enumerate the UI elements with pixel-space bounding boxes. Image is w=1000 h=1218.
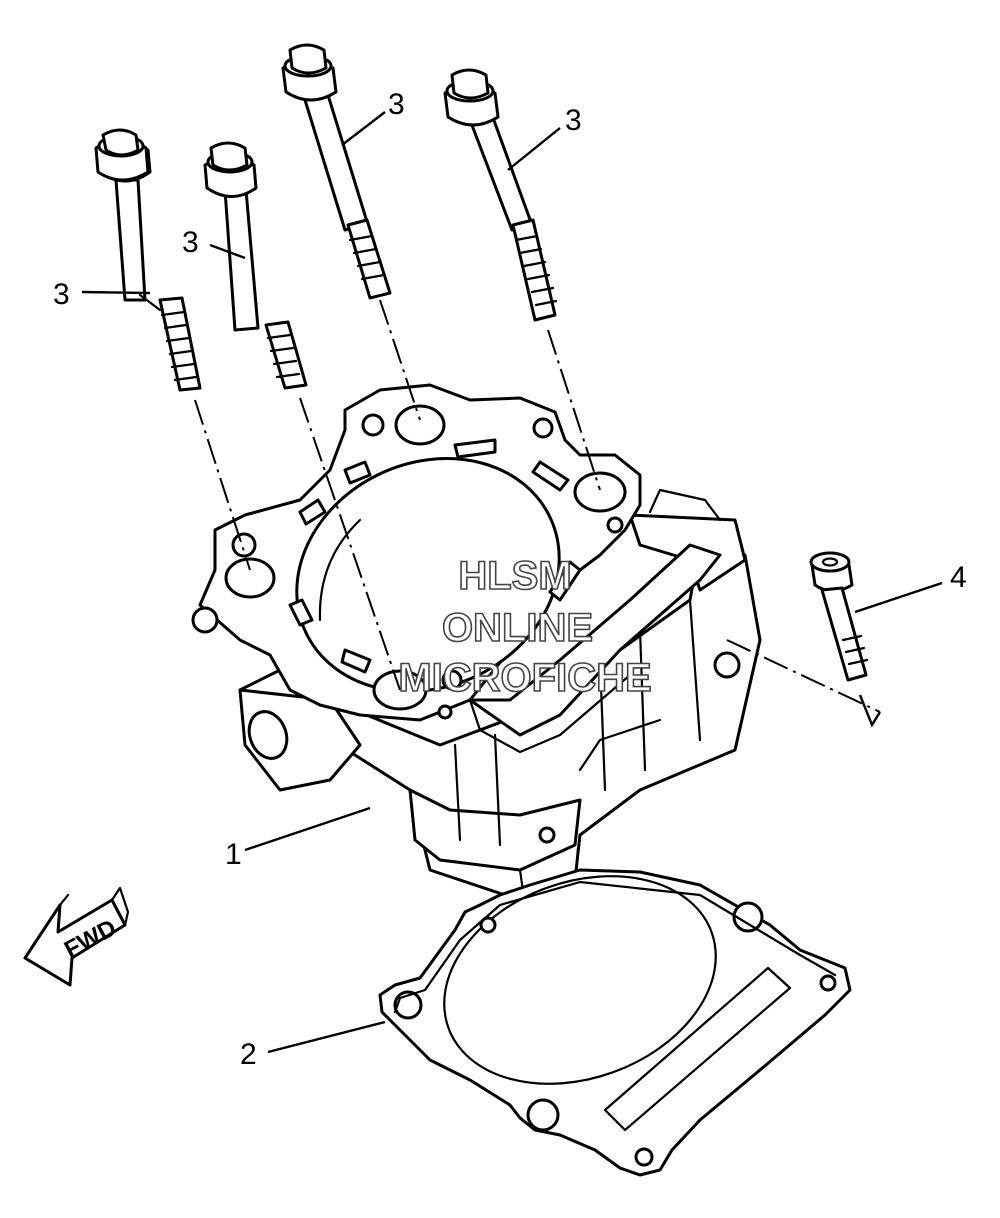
watermark-line-1: HLSM — [458, 554, 573, 598]
head-bolt-2 — [203, 141, 308, 390]
head-bolt-3 — [281, 43, 392, 300]
watermark-line-2: ONLINE — [441, 606, 594, 650]
callout-3-left: 3 — [53, 278, 70, 311]
forward-direction-arrow — [23, 886, 130, 987]
callout-3-right: 3 — [565, 104, 582, 137]
callout-4: 4 — [950, 561, 967, 594]
callout-1: 1 — [225, 838, 242, 871]
head-bolt-1 — [94, 128, 202, 392]
leader-lines — [81, 111, 943, 1054]
alignment-lines — [194, 299, 882, 728]
socket-bolt-part — [809, 551, 869, 682]
callout-3-center: 3 — [388, 88, 405, 121]
gasket-part — [378, 868, 852, 1177]
cylinder-part — [191, 383, 762, 907]
watermark-line-3: MICROFICHE — [398, 656, 653, 700]
callout-3-inner-left: 3 — [182, 226, 199, 259]
callout-2: 2 — [240, 1038, 257, 1071]
head-bolt-4 — [443, 68, 558, 322]
